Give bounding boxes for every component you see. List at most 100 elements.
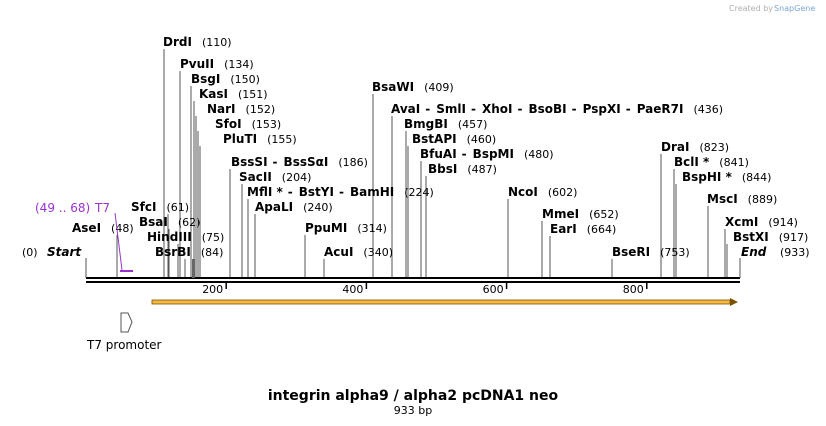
enzyme-name: BclI * [674,155,710,169]
enzyme-name: MmeI [542,207,579,221]
enzyme-position: (151) [238,88,268,101]
cut-site-bsssi[interactable]: BssSI-BssSαI (186) [231,155,368,169]
cut-site-bbsi[interactable]: BbsI(487) [428,162,497,176]
enzyme-name: AcuI [324,245,353,259]
enzyme-position: (314) [357,222,387,235]
cut-site-xcmi[interactable]: XcmI(914) [725,215,798,229]
cut-site-pvuii[interactable]: PvuII (134) [180,57,254,71]
enzyme-position: (409) [424,81,454,94]
enzyme-name: BstYI [299,185,334,199]
cut-site-asei[interactable]: AseI (48) [72,221,134,235]
cut-site-bsphi[interactable]: BspHI *(844) [682,170,771,184]
watermark-prefix: Created by [729,4,773,13]
enzyme-name: BstXI [733,230,769,244]
cut-site-bsawi[interactable]: BsaWI(409) [372,80,454,94]
enzyme-position: (48) [111,222,134,235]
cut-site-pluti[interactable]: PluTI(155) [223,132,297,146]
cut-site-acui[interactable]: AcuI (340) [324,245,393,259]
cut-site-mmei[interactable]: MmeI (652) [542,207,619,221]
enzyme-name: AseI [72,221,101,235]
end-label: End (933) [741,245,810,259]
cut-site-sfci[interactable]: SfcI (61) [131,200,189,214]
cut-site-mfli[interactable]: MflI *-BstYI-BamHI(224) [247,185,434,199]
cut-site-bmgbi[interactable]: BmgBI(457) [404,117,487,131]
name-separator: - [518,102,523,116]
cut-site-msci[interactable]: MscI(889) [707,192,777,206]
enzyme-name: HindIII [147,230,192,244]
watermark: Created by SnapGene [729,4,815,13]
enzyme-name: BssSI [231,155,268,169]
cut-site-nari[interactable]: NarI(152) [207,102,275,116]
enzyme-name: SmlI [436,102,466,116]
enzyme-position: (186) [338,156,368,169]
enzyme-name: MscI [707,192,738,206]
cut-site-kasi[interactable]: KasI (151) [199,87,268,101]
cut-site-sfoi[interactable]: SfoI(153) [215,117,281,131]
enzyme-position: (152) [246,103,276,116]
cut-site-eari[interactable]: EarI(664) [550,222,616,236]
enzyme-name: KasI [199,87,228,101]
watermark-brand: SnapGene [774,4,815,13]
enzyme-position: (436) [693,103,723,116]
cut-site-bstapi[interactable]: BstAPI (460) [412,132,496,146]
name-separator: - [273,155,278,169]
cut-site-ncoi[interactable]: NcoI(602) [508,185,577,199]
tick-label-800: 800 [623,283,644,296]
promoter-label: T7 promoter [86,338,162,352]
cut-site-avai[interactable]: AvaI-SmlI-XhoI-BsoBI-PspXI-PaeR7I(436) [391,102,723,116]
enzyme-name: BbsI [428,162,457,176]
enzyme-position: (84) [201,246,224,259]
t7-feature[interactable]: (49 .. 68) T7 [35,201,133,272]
cut-site-bcli[interactable]: BclI * (841) [674,155,749,169]
map-title: integrin alpha9 / alpha2 pcDNA1 neo [268,388,559,404]
cut-site-bfuai[interactable]: BfuAI-BspMI(480) [420,147,554,161]
enzyme-position: (460) [467,133,497,146]
enzyme-position: (340) [363,246,393,259]
enzyme-position: (917) [779,231,809,244]
cut-site-bsrbi[interactable]: BsrBI (84) [155,245,223,259]
enzyme-name: SfcI [131,200,156,214]
cut-site-hindiii[interactable]: HindIII(75) [147,230,224,244]
cut-site-sacii[interactable]: SacII(204) [239,170,311,184]
enzyme-name: BstAPI [412,132,457,146]
enzyme-name: BssSαI [284,155,329,169]
cut-site-ppumi[interactable]: PpuMI (314) [305,221,387,235]
enzyme-position: (240) [303,201,333,214]
cut-site-labels: DrdI(110) PvuII (134)BsgI(150)KasI (151)Nar… [72,35,808,259]
tick-label-400: 400 [342,283,363,296]
enzyme-position: (602) [548,186,578,199]
enzyme-name: EarI [550,222,577,236]
enzyme-position: (134) [224,58,254,71]
enzyme-name: SacII [239,170,272,184]
enzyme-position: (652) [589,208,619,221]
cut-site-drdi[interactable]: DrdI(110) [163,35,232,49]
name-separator: - [288,185,293,199]
enzyme-name: BsgI [191,72,220,86]
enzyme-position: (110) [202,36,232,49]
enzyme-name: ApaLI [255,200,293,214]
map-length: 933 bp [394,404,432,417]
enzyme-name: PluTI [223,132,257,146]
start-pos: (0) [22,246,38,259]
cut-site-bseri[interactable]: BseRI(753) [612,245,690,259]
cut-site-bsai[interactable]: BsaI(62) [139,215,200,229]
name-separator: - [339,185,344,199]
enzyme-position: (841) [719,156,749,169]
t7-promoter[interactable]: T7 promoter [86,312,162,352]
enzyme-position: (61) [166,201,189,214]
cut-site-bsgi[interactable]: BsgI(150) [191,72,260,86]
cut-site-apali[interactable]: ApaLI (240) [255,200,333,214]
enzyme-name: BsrBI [155,245,191,259]
cut-site-leaders [116,49,728,278]
name-separator: - [572,102,577,116]
name-separator: - [462,147,467,161]
cut-site-drai[interactable]: DraI(823) [661,140,729,154]
enzyme-name: PpuMI [305,221,347,235]
enzyme-name: XhoI [482,102,513,116]
cut-site-bstxi[interactable]: BstXI (917) [733,230,808,244]
enzyme-name: PvuII [180,57,214,71]
orf-arrow[interactable] [151,298,738,306]
enzyme-name: BsaI [139,215,168,229]
